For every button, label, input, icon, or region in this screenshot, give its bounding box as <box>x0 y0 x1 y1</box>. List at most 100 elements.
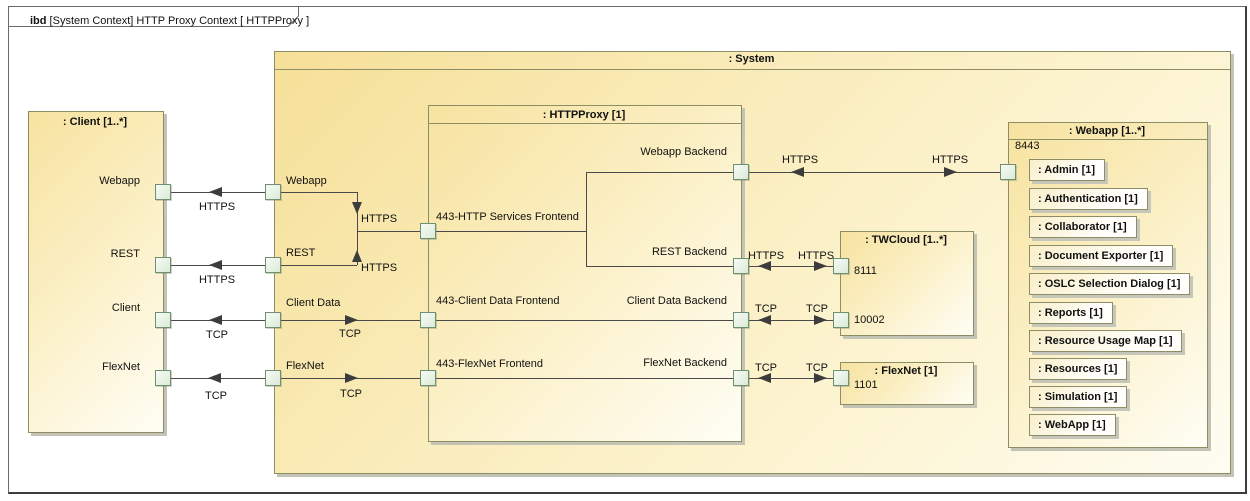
label-flow-https: HTTPS <box>361 262 398 274</box>
connector-system-webapp-h <box>281 192 357 193</box>
block-twcloud[interactable] <box>840 231 974 336</box>
arrow-right-icon <box>345 315 358 325</box>
part-webapp-inner[interactable]: : WebApp [1] <box>1029 414 1116 436</box>
arrow-right-icon <box>814 373 827 383</box>
label-flow-tcp: TCP <box>206 329 228 341</box>
block-httpproxy[interactable] <box>428 105 742 442</box>
label-flow-tcp: TCP <box>806 303 828 315</box>
label-flow-tcp: TCP <box>205 390 227 402</box>
part-document-exporter[interactable]: : Document Exporter [1] <box>1029 245 1174 267</box>
label-proxy-rest-backend: REST Backend <box>651 246 727 258</box>
port-system-clientdata[interactable] <box>265 312 281 328</box>
connector-backend-twcloud-8111 <box>749 266 833 267</box>
connector-system-rest-v <box>357 231 358 265</box>
arrow-left-icon <box>208 373 221 383</box>
label-webapp-port-8443: 8443 <box>1015 140 1040 152</box>
port-proxy-http-frontend[interactable] <box>420 223 436 239</box>
port-proxy-clientdata-frontend[interactable] <box>420 312 436 328</box>
port-proxy-flexnet-backend[interactable] <box>733 370 749 386</box>
label-system-port-clientdata: Client Data <box>286 297 341 309</box>
label-twcloud-port-10002: 10002 <box>854 314 885 326</box>
label-flow-tcp: TCP <box>340 388 362 400</box>
part-simulation[interactable]: : Simulation [1] <box>1029 386 1128 408</box>
label-flow-https: HTTPS <box>198 201 236 213</box>
block-client-title: : Client [1..*] <box>62 116 128 128</box>
system-title-separator <box>275 69 1230 70</box>
port-system-flexnet[interactable] <box>265 370 281 386</box>
label-system-port-flexnet: FlexNet <box>286 360 324 372</box>
label-proxy-webapp-backend: Webapp Backend <box>640 146 727 158</box>
label-client-port-flexnet: FlexNet <box>102 361 140 373</box>
connector-backend-webapp <box>749 172 1000 173</box>
label-flow-https: HTTPS <box>781 154 819 166</box>
arrow-right-icon <box>345 373 358 383</box>
port-proxy-rest-backend[interactable] <box>733 258 749 274</box>
port-client-webapp[interactable] <box>155 184 171 200</box>
part-admin[interactable]: : Admin [1] <box>1029 159 1106 181</box>
label-system-port-rest: REST <box>286 247 316 259</box>
part-authentication[interactable]: : Authentication [1] <box>1029 188 1148 210</box>
diagram-header-tab: ibd [System Context] HTTP Proxy Context … <box>8 6 309 27</box>
block-client[interactable] <box>28 111 164 433</box>
label-proxy-clientdata-backend: Client Data Backend <box>626 295 727 307</box>
arrow-right-icon <box>814 261 827 271</box>
arrow-left-icon <box>758 261 771 271</box>
arrow-left-icon <box>791 167 804 177</box>
arrow-left-icon <box>209 315 222 325</box>
port-flexnet-1101[interactable] <box>833 370 849 386</box>
port-system-rest[interactable] <box>265 257 281 273</box>
label-flow-tcp: TCP <box>755 303 777 315</box>
webapp-title-separator <box>1009 139 1207 140</box>
port-twcloud-10002[interactable] <box>833 312 849 328</box>
label-client-port-webapp: Webapp <box>99 175 140 187</box>
port-client-flexnet[interactable] <box>155 370 171 386</box>
diagram-title-text: [System Context] HTTP Proxy Context [ HT… <box>46 15 310 27</box>
label-flow-tcp: TCP <box>806 362 828 374</box>
arrow-left-icon <box>758 373 771 383</box>
label-flow-https: HTTPS <box>931 154 969 166</box>
port-webapp-8443[interactable] <box>1000 164 1016 180</box>
label-flow-https: HTTPS <box>361 213 398 225</box>
label-flow-https: HTTPS <box>198 274 236 286</box>
part-collaborator[interactable]: : Collaborator [1] <box>1029 216 1137 238</box>
diagram-kind-keyword: ibd <box>30 15 47 27</box>
port-proxy-clientdata-backend[interactable] <box>733 312 749 328</box>
port-system-webapp[interactable] <box>265 184 281 200</box>
label-system-port-webapp: Webapp <box>286 175 327 187</box>
port-proxy-webapp-backend[interactable] <box>733 164 749 180</box>
part-resources[interactable]: : Resources [1] <box>1029 358 1128 380</box>
part-resource-usage-map[interactable]: : Resource Usage Map [1] <box>1029 330 1183 352</box>
connector-proxy-frontend-h <box>436 231 586 232</box>
port-client-rest[interactable] <box>155 257 171 273</box>
label-flow-https: HTTPS <box>747 250 785 262</box>
port-twcloud-8111[interactable] <box>833 258 849 274</box>
arrow-up-icon <box>352 250 362 262</box>
label-flow-tcp: TCP <box>755 362 777 374</box>
arrow-down-icon <box>352 202 362 214</box>
block-webapp-title: : Webapp [1..*] <box>1068 125 1146 137</box>
label-twcloud-port-8111: 8111 <box>854 265 877 277</box>
httpproxy-title-separator <box>429 123 741 124</box>
connector-proxy-clientdata <box>436 320 733 321</box>
port-client-client[interactable] <box>155 312 171 328</box>
label-client-port-client: Client <box>111 302 140 314</box>
diagram-title: ibd [System Context] HTTP Proxy Context … <box>30 15 309 27</box>
part-oslc-selection-dialog[interactable]: : OSLC Selection Dialog [1] <box>1029 273 1191 295</box>
connector-proxy-webapp-backend <box>586 172 733 173</box>
label-flow-https: HTTPS <box>797 250 835 262</box>
label-proxy-flexnet-backend: FlexNet Backend <box>643 357 727 369</box>
label-client-port-rest: REST <box>110 248 140 260</box>
connector-backend-flexnet <box>749 378 833 379</box>
arrow-left-icon <box>209 260 222 270</box>
block-flexnet[interactable] <box>840 362 974 405</box>
block-flexnet-title: : FlexNet [1] <box>874 365 938 377</box>
connector-proxy-branch-v <box>586 172 587 266</box>
part-reports[interactable]: : Reports [1] <box>1029 302 1113 324</box>
port-proxy-flexnet-frontend[interactable] <box>420 370 436 386</box>
block-httpproxy-title: : HTTPProxy [1] <box>542 109 626 121</box>
arrow-left-icon <box>758 315 771 325</box>
block-twcloud-title: : TWCloud [1..*] <box>865 234 947 246</box>
label-proxy-http-frontend: 443-HTTP Services Frontend <box>436 211 579 223</box>
connector-system-rest-h <box>281 265 357 266</box>
